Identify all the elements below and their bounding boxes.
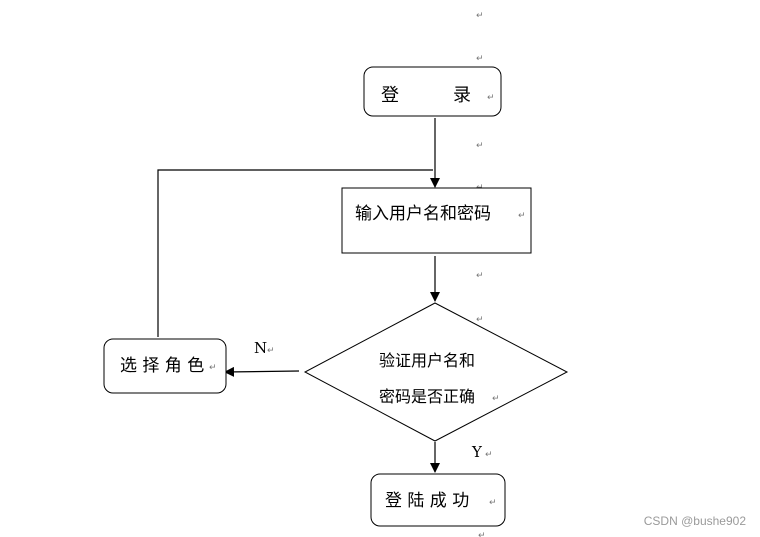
- watermark: CSDN @bushe902: [643, 514, 746, 528]
- edge-label-no: N: [254, 339, 267, 357]
- login-node: 登 录 ↵: [363, 66, 502, 117]
- select-role-node: 选 择 角 色 ↵: [103, 338, 227, 394]
- login-success-node: 登 陆 成 功 ↵: [370, 473, 506, 527]
- paragraph-mark: ↵: [476, 54, 484, 64]
- paragraph-mark: ↵: [209, 363, 217, 373]
- verify-label-line2: 密码是否正确: [379, 387, 475, 406]
- login-label: 登 录: [381, 85, 471, 106]
- paragraph-mark: ↵: [478, 531, 486, 537]
- paragraph-mark: ↵: [476, 11, 484, 21]
- paragraph-mark: ↵: [476, 141, 484, 151]
- arrow-decision-to-role: [224, 366, 300, 377]
- paragraph-mark: ↵: [489, 498, 497, 508]
- paragraph-mark: ↵: [476, 315, 484, 325]
- paragraph-mark: ↵: [487, 93, 495, 103]
- paragraph-mark: ↵: [267, 346, 275, 356]
- paragraph-mark: ↵: [476, 271, 484, 281]
- paragraph-mark: ↵: [492, 394, 500, 404]
- loop-back-line: [157, 169, 433, 337]
- paragraph-mark: ↵: [485, 450, 493, 460]
- select-role-label: 选 择 角 色: [120, 356, 204, 376]
- input-credentials-node: 输入用户名和密码 ↵: [341, 187, 532, 254]
- verify-decision-node: 验证用户名和 密码是否正确 ↵: [303, 302, 569, 442]
- input-credentials-label: 输入用户名和密码: [355, 204, 491, 224]
- verify-label-line1: 验证用户名和: [379, 351, 475, 370]
- edge-label-yes: Y: [471, 443, 483, 461]
- paragraph-mark: ↵: [518, 211, 526, 221]
- login-success-label: 登 陆 成 功: [385, 491, 469, 511]
